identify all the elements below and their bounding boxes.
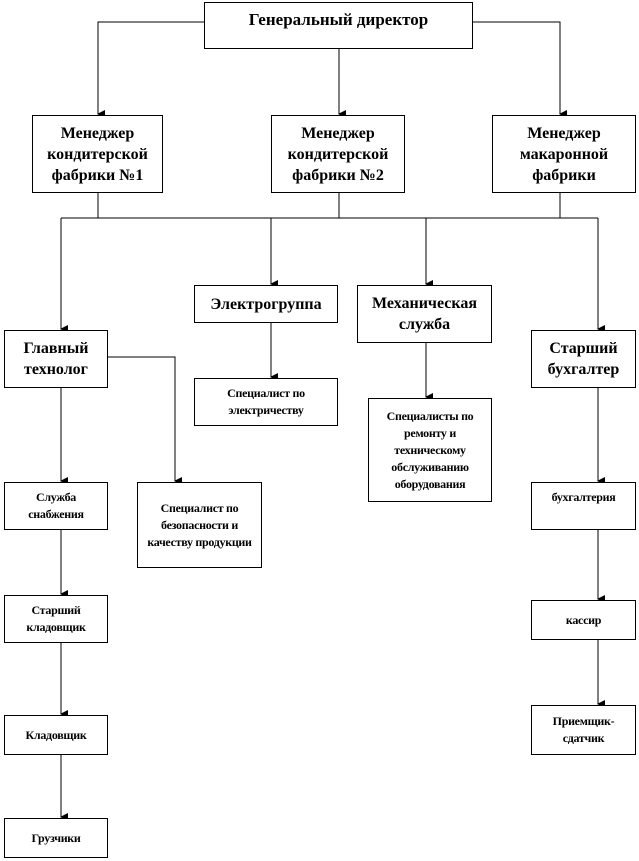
line-ceo-m3 (473, 21, 567, 118)
node-senior-storekeeper: Старший кладовщик (4, 595, 108, 643)
line-tech-safety (108, 356, 182, 485)
node-storekeeper: Кладовщик (4, 715, 108, 755)
node-loaders: Грузчики (4, 818, 108, 858)
node-accounting: бухгалтерия (531, 482, 636, 530)
node-manager-2: Менеджер кондитерской фабрики №2 (271, 115, 405, 193)
node-repair-specialists: Специалисты по ремонту и техническому об… (368, 398, 492, 502)
node-manager-1: Менеджер кондитерской фабрики №1 (32, 115, 163, 193)
line-ceo-m1 (97, 21, 204, 118)
node-mechanical-service: Механическая служба (357, 285, 492, 343)
node-safety-specialist: Специалист по безопасности и качеству пр… (137, 482, 262, 568)
node-chief-technologist: Главный технолог (4, 330, 108, 388)
node-senior-accountant: Старший бухгалтер (531, 330, 636, 388)
node-electricity-specialist: Специалист по электричеству (194, 378, 338, 426)
node-manager-3: Менеджер макаронной фабрики (492, 115, 636, 193)
node-electro-group: Электрогруппа (194, 285, 338, 323)
node-supply-service: Служба снабжения (4, 482, 108, 530)
node-receiver: Приемщик-сдатчик (531, 705, 636, 755)
node-cashier: кассир (531, 600, 636, 640)
node-ceo: Генеральный директор (204, 2, 473, 49)
